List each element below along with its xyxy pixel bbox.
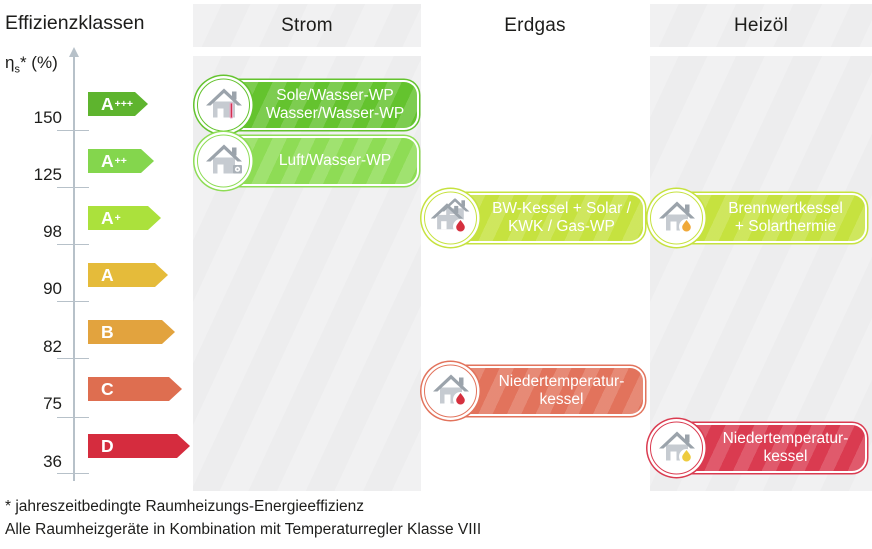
tick-label-82: 82 — [43, 337, 62, 356]
class-arrow-a-plus2: A++ — [88, 149, 154, 173]
house-oil-flame-icon — [650, 191, 703, 245]
tick-mark — [57, 130, 89, 132]
tick-mark — [57, 358, 89, 360]
tick-mark — [57, 187, 89, 189]
column-header-erdgas-label: Erdgas — [504, 14, 566, 36]
system-pill-luft-wasser-wp: Luft/Wasser-WP — [197, 134, 417, 188]
class-arrow-a: A — [88, 263, 168, 287]
column-header-heizol: Heizöl — [650, 4, 872, 47]
system-pill-label: Sole/Wasser-WP Wasser/Wasser-WP — [253, 87, 417, 123]
houses-gas-flame-icon — [424, 191, 477, 245]
system-line: Niedertemperatur- — [498, 373, 625, 391]
system-line: + Solarthermie — [734, 218, 837, 235]
class-letter: C — [101, 378, 114, 399]
axis-arrowhead-icon — [68, 47, 79, 57]
house-oil-drop-icon — [650, 421, 703, 475]
system-line: Luft/Wasser-WP — [278, 152, 392, 170]
house-gas-flame-icon — [424, 364, 477, 418]
class-letter: A — [101, 264, 114, 285]
tick-mark — [57, 473, 89, 475]
tick-label-75: 75 — [43, 394, 62, 413]
system-pill-sole-wasser-wp: Sole/Wasser-WP Wasser/Wasser-WP — [197, 78, 417, 132]
class-arrow-a-plus3: A+++ — [88, 92, 148, 116]
footnote-temperature-controller: Alle Raumheizgeräte in Kombination mit T… — [5, 521, 482, 538]
y-axis-label: ηs* (%) — [5, 53, 58, 75]
page-title: Effizienzklassen — [5, 12, 145, 34]
tick-mark — [57, 417, 89, 419]
tick-label-36: 36 — [43, 452, 62, 471]
tick-mark — [57, 301, 89, 303]
system-pill-brennwertkessel-solarthermie: Brennwertkessel + Solarthermie — [650, 191, 865, 245]
footnote-efficiency-definition: * jahreszeitbedingte Raumheizungs-Energi… — [5, 498, 365, 515]
system-pill-bw-kessel-solar-kwk-gas-wp: BW-Kessel + Solar / KWK / Gas-WP — [424, 191, 643, 245]
eta-subscript: s — [14, 63, 20, 76]
house-ground-probe-icon — [197, 78, 250, 132]
column-header-strom-label: Strom — [281, 14, 333, 36]
tick-mark — [57, 244, 89, 246]
system-line: BW-Kessel + Solar / — [492, 200, 631, 218]
system-pill-label: Brennwertkessel + Solarthermie — [706, 200, 865, 236]
system-pill-label: Niedertemperatur- kessel — [706, 430, 865, 466]
class-arrow-c: C — [88, 377, 182, 401]
column-header-erdgas: Erdgas — [424, 4, 646, 47]
y-axis-line — [73, 56, 75, 481]
class-letter: A — [101, 93, 114, 114]
system-pill-label: Luft/Wasser-WP — [253, 152, 417, 170]
house-air-heatpump-icon — [197, 134, 250, 188]
column-header-strom: Strom — [193, 4, 421, 47]
system-line: Wasser/Wasser-WP — [265, 105, 405, 122]
system-line: KWK / Gas-WP — [508, 218, 615, 235]
system-line: kessel — [763, 448, 808, 465]
class-letter: A — [101, 150, 114, 171]
system-pill-niedertemperaturkessel-heizol: Niedertemperatur- kessel — [650, 421, 865, 475]
system-line: Niedertemperatur- — [722, 430, 849, 448]
eta-symbol: η — [5, 53, 15, 72]
class-arrow-a-plus1: A+ — [88, 206, 161, 230]
tick-label-125: 125 — [33, 165, 62, 184]
system-line: Brennwertkessel — [728, 200, 843, 218]
class-letter: B — [101, 321, 114, 342]
system-pill-niedertemperaturkessel-erdgas: Niedertemperatur- kessel — [424, 364, 643, 418]
tick-label-90: 90 — [43, 279, 62, 298]
column-body-heizol — [650, 56, 872, 491]
column-header-heizol-label: Heizöl — [734, 14, 788, 36]
axis-unit: * (%) — [19, 53, 58, 72]
system-pill-label: Niedertemperatur- kessel — [480, 373, 643, 409]
system-pill-label: BW-Kessel + Solar / KWK / Gas-WP — [480, 200, 643, 236]
class-letter: A — [101, 207, 114, 228]
class-letter: D — [101, 435, 114, 456]
system-line: kessel — [539, 391, 584, 408]
class-arrow-b: B — [88, 320, 175, 344]
tick-label-98: 98 — [43, 222, 62, 241]
system-line: Sole/Wasser-WP — [276, 87, 394, 105]
class-arrow-d: D — [88, 434, 190, 458]
tick-label-150: 150 — [33, 108, 62, 127]
